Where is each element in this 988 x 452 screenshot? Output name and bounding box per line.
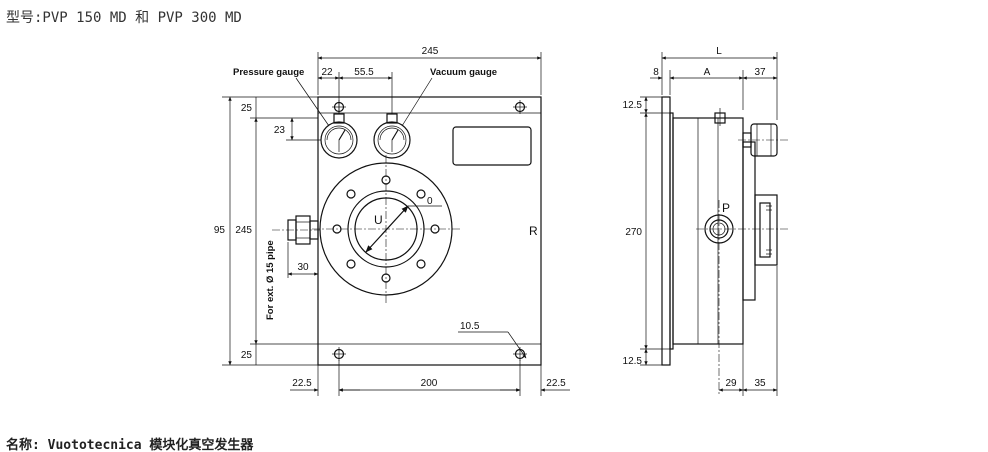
port-r-label: R: [529, 224, 538, 238]
dim-flange: 8: [653, 67, 659, 78]
port-p-label: P: [722, 201, 730, 215]
dim-height: 270: [625, 227, 642, 238]
zero-mark: 0: [427, 196, 433, 207]
dim-height-inner: 245: [235, 225, 252, 236]
dim-bottom: 12.5: [623, 356, 643, 367]
port-u-label: U: [374, 213, 383, 227]
vacuum-gauge-label: Vacuum gauge: [430, 67, 497, 78]
display-window: [452, 126, 532, 166]
dim-gauge-height: 23: [274, 125, 286, 136]
side-flange: [661, 96, 671, 366]
front-view: 245 22 55.5 Pressure gauge Vacuum gauge …: [214, 46, 570, 396]
dim-total-length: L: [716, 46, 722, 57]
side-view: P L 8 A 37 12.5 270 12.5: [623, 46, 788, 396]
dim-port-offset: 29: [725, 378, 737, 389]
dim-left-margin: 22.5: [292, 378, 312, 389]
dim-pipe-offset: 30: [297, 262, 309, 273]
dim-gauge-offset: 22: [321, 67, 333, 78]
mounting-hole-bottom-left: [332, 347, 346, 361]
front-plate: [317, 96, 542, 366]
dim-bottom-margin: 25: [241, 350, 253, 361]
pipe-fitting: [272, 215, 320, 245]
mounting-hole-top-right: [513, 100, 527, 114]
dim-gauge-spacing: 55.5: [354, 67, 374, 78]
dim-port-depth: 35: [754, 378, 766, 389]
pressure-gauge-icon: [320, 113, 358, 159]
central-flange: [312, 155, 460, 303]
dim-right-margin: 22.5: [546, 378, 566, 389]
pipe-label: For ext. Ø 15 pipe: [265, 240, 276, 320]
dim-width-top: 245: [422, 46, 439, 57]
dim-top-margin: 25: [241, 103, 253, 114]
dim-hole-diameter: 10.5: [460, 321, 480, 332]
dim-top: 12.5: [623, 100, 643, 111]
dim-hole-pitch: 200: [421, 378, 438, 389]
pressure-gauge-label: Pressure gauge: [233, 67, 304, 78]
port-p: [696, 200, 788, 395]
dim-body: A: [704, 67, 711, 78]
dim-outlet: 37: [754, 67, 766, 78]
product-caption: 名称: Vuototecnica 模块化真空发生器: [6, 438, 254, 452]
vacuum-gauge-icon: [373, 113, 411, 159]
side-outlet: [742, 141, 756, 301]
dim-height-outer: 95: [214, 225, 226, 236]
model-title: 型号:PVP 150 MD 和 PVP 300 MD: [6, 10, 242, 26]
